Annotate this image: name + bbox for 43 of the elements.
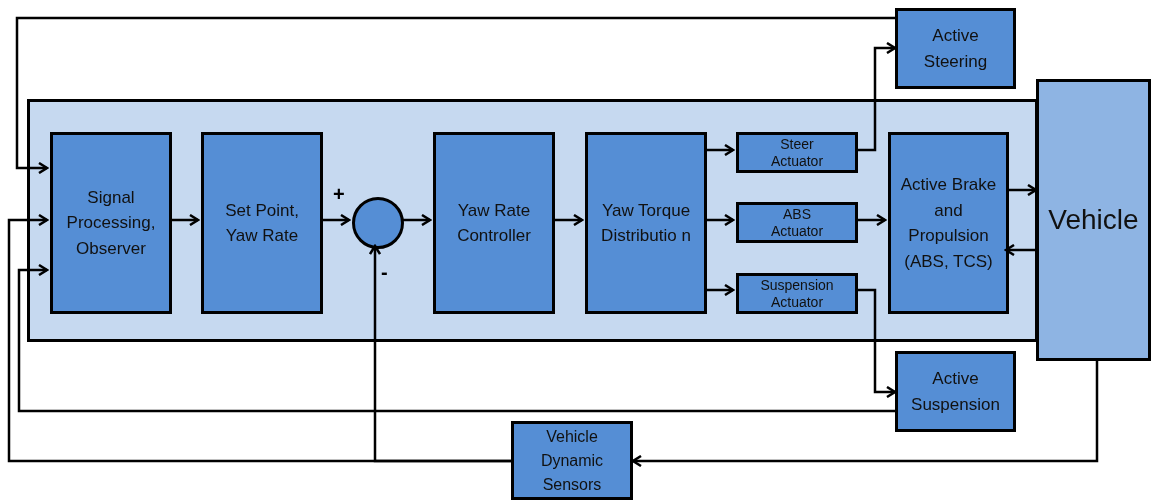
- process-box: [201, 132, 323, 314]
- box-label: Vehicle: [1047, 203, 1140, 237]
- process-box: [888, 132, 1009, 314]
- arrow: [7, 213, 511, 463]
- box-label: Yaw Rate Controller: [456, 199, 532, 247]
- arrow: [631, 361, 1099, 468]
- vehicle-box: [1036, 79, 1151, 361]
- sign-label: +: [333, 184, 345, 204]
- box-label: Steer Actuator: [769, 135, 825, 170]
- arrow: [855, 41, 897, 152]
- arrow: [15, 16, 895, 175]
- arrow: [401, 213, 432, 227]
- arrow: [1006, 183, 1038, 197]
- process-box: [433, 132, 555, 314]
- arrow: [855, 288, 897, 399]
- actuator-box: [736, 273, 858, 314]
- process-box: [585, 132, 707, 314]
- arrow: [169, 213, 200, 227]
- box-label: Yaw Torque Distributio n: [600, 199, 692, 247]
- process-box: [511, 421, 633, 500]
- arrow: [1004, 243, 1036, 257]
- box-label: Suspension Actuator: [759, 276, 835, 311]
- arrow: [17, 263, 895, 413]
- process-box: [50, 132, 172, 314]
- actuator-box: [736, 202, 858, 243]
- actuator-box: [736, 132, 858, 173]
- box-label: Active Brake and Propulsion (ABS, TCS): [899, 174, 998, 273]
- process-box: [895, 351, 1016, 432]
- box-label: Signal Processing, Observer: [65, 186, 157, 260]
- arrow: [704, 283, 735, 297]
- arrow: [855, 213, 887, 227]
- arrow: [552, 213, 584, 227]
- box-label: ABS Actuator: [769, 205, 825, 240]
- container-panel: [27, 99, 1038, 342]
- box-label: Set Point, Yaw Rate: [224, 199, 300, 247]
- box-label: Active Steering: [922, 25, 989, 73]
- box-label: Vehicle Dynamic Sensors: [539, 426, 605, 495]
- arrow: [704, 143, 735, 157]
- sign-label: -: [381, 262, 388, 282]
- arrow: [704, 213, 735, 227]
- arrow: [320, 213, 351, 227]
- process-box: [895, 8, 1016, 89]
- box-label: Active Suspension: [910, 368, 1001, 416]
